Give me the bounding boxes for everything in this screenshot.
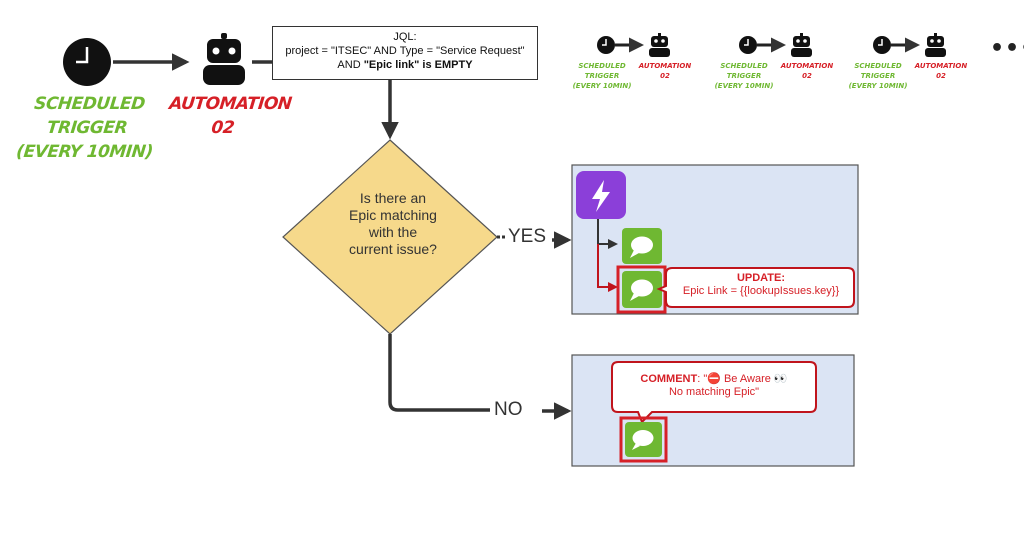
comment-title: COMMENT: "⛔ Be Aware 👀 xyxy=(614,373,814,386)
mini-automation-line1: AUTOMATION xyxy=(780,62,834,70)
mini-trigger-line1: SCHEDULED TRIGGER xyxy=(854,62,902,80)
mini-trigger-line1: SCHEDULED TRIGGER xyxy=(720,62,768,80)
decision-line4: current issue? xyxy=(349,241,437,257)
jql-line2-bold: "Epic link" is EMPTY xyxy=(363,59,473,71)
mini-trigger-line1: SCHEDULED TRIGGER xyxy=(578,62,626,80)
branch-arrow-2 xyxy=(597,244,618,292)
mini-trigger-line2: (EVERY 10MIN) xyxy=(714,82,774,90)
trigger-label-line2: (EVERY 10MIN) xyxy=(15,142,154,162)
mini-trigger-label-1: SCHEDULED TRIGGER (EVERY 10MIN) xyxy=(566,61,638,91)
decision-text: Is there an Epic matching with the curre… xyxy=(328,190,458,258)
decision-line3: with the xyxy=(368,224,418,240)
mini-automation-label-2: AUTOMATION 02 xyxy=(778,61,836,81)
mini-trigger-label-3: SCHEDULED TRIGGER (EVERY 10MIN) xyxy=(842,61,914,91)
mini-automation-label-1: AUTOMATION 02 xyxy=(636,61,694,81)
trigger-label-line1: SCHEDULED TRIGGER xyxy=(33,94,146,138)
automation-label-line2: 02 xyxy=(210,118,236,138)
trigger-label: SCHEDULED TRIGGER (EVERY 10MIN) xyxy=(0,92,176,164)
robot-icon xyxy=(791,33,812,57)
mini-flow-3 xyxy=(873,33,946,57)
automation-label-line1: AUTOMATION xyxy=(168,94,293,114)
decision-line1: Is there an xyxy=(359,190,427,206)
update-bubble xyxy=(656,267,855,308)
more-icon: ••• xyxy=(990,36,1024,61)
mini-flow-1 xyxy=(597,33,670,57)
update-bubble-text: UPDATE: Epic Link = {{lookupIssues.key}} xyxy=(668,272,854,298)
mini-trigger-line2: (EVERY 10MIN) xyxy=(848,82,908,90)
jql-line1: project = "ITSEC" AND Type = "Service Re… xyxy=(285,45,525,57)
yes-label: YES xyxy=(506,226,549,248)
update-title: UPDATE: xyxy=(736,272,786,284)
jql-line2: AND "Epic link" is EMPTY xyxy=(273,58,537,72)
decision-line2: Epic matching xyxy=(349,207,437,223)
robot-icon xyxy=(925,33,946,57)
chat-icon xyxy=(622,228,662,264)
automation-label: AUTOMATION 02 xyxy=(165,92,293,140)
no-label: NO xyxy=(492,399,525,421)
comment-title-bold: COMMENT xyxy=(640,373,698,385)
mini-trigger-label-2: SCHEDULED TRIGGER (EVERY 10MIN) xyxy=(708,61,780,91)
update-text: Epic Link = {{lookupIssues.key}} xyxy=(682,285,840,297)
robot-icon xyxy=(203,33,245,85)
robot-icon xyxy=(649,33,670,57)
comment-text: No matching Epic" xyxy=(668,386,760,398)
mini-automation-line1: AUTOMATION xyxy=(914,62,968,70)
mini-automation-label-3: AUTOMATION 02 xyxy=(912,61,970,81)
jql-box: JQL: project = "ITSEC" AND Type = "Servi… xyxy=(272,26,538,80)
highlight-box-comment xyxy=(619,416,668,463)
chat-icon xyxy=(625,422,662,457)
lightning-icon xyxy=(576,171,626,219)
mini-automation-line1: AUTOMATION xyxy=(638,62,692,70)
mini-automation-line2: 02 xyxy=(802,72,812,80)
mini-automation-line2: 02 xyxy=(936,72,946,80)
comment-title-rest: : "⛔ Be Aware 👀 xyxy=(697,373,788,385)
chat-icon xyxy=(622,271,662,308)
clock-icon xyxy=(63,38,111,86)
mini-automation-line2: 02 xyxy=(660,72,670,80)
jql-line2-prefix: AND xyxy=(337,59,364,71)
mini-trigger-line2: (EVERY 10MIN) xyxy=(572,82,632,90)
comment-bubble-text: COMMENT: "⛔ Be Aware 👀 No matching Epic" xyxy=(614,373,814,399)
mini-flow-2 xyxy=(739,33,812,57)
jql-heading: JQL: xyxy=(393,31,417,43)
no-connector xyxy=(388,334,490,412)
